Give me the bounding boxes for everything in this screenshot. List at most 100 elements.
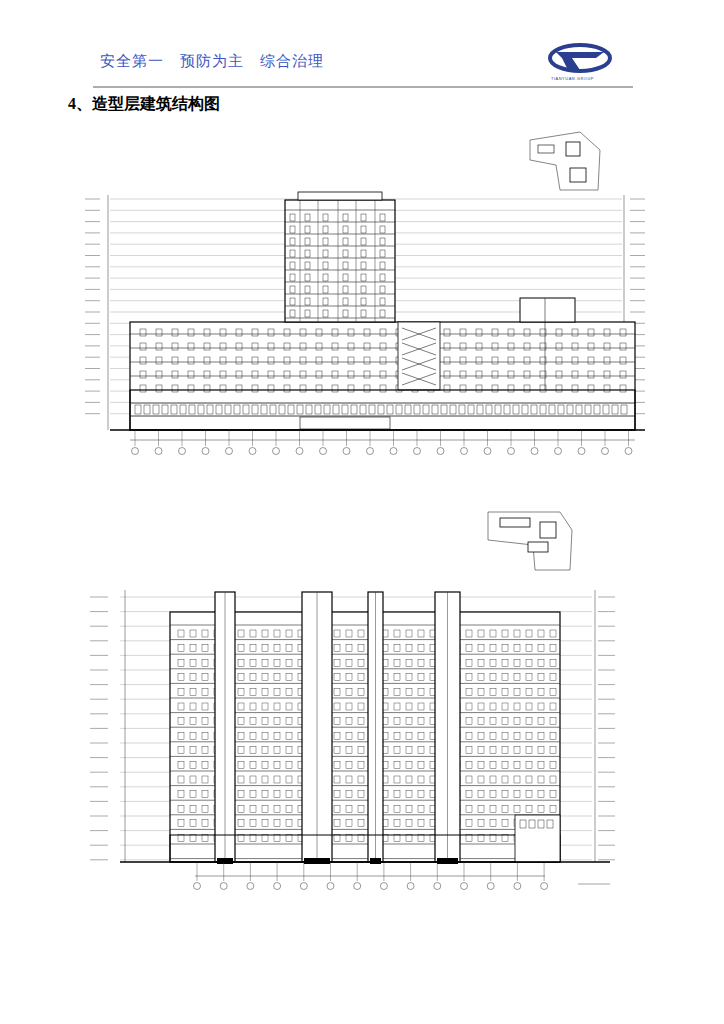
window: [466, 718, 472, 725]
window: [364, 343, 370, 350]
axis-tick: [135, 430, 136, 446]
window: [268, 343, 274, 350]
axis-tick: [205, 430, 206, 446]
base-floors: [130, 390, 635, 430]
window: [238, 630, 244, 637]
window: [466, 791, 472, 798]
window: [538, 732, 544, 739]
window: [178, 761, 184, 768]
window: [286, 776, 292, 783]
floor-line: [130, 403, 635, 404]
stair-flight: [402, 328, 436, 340]
window: [380, 357, 386, 364]
window: [572, 329, 578, 336]
window: [514, 630, 520, 637]
window: [444, 357, 450, 364]
window: [262, 688, 268, 695]
core-tower: [215, 592, 235, 862]
level-tick: [85, 402, 100, 403]
window: [604, 343, 610, 350]
key-block: [538, 145, 554, 153]
level-tick: [598, 670, 615, 671]
window: [250, 674, 256, 681]
axis-tick: [303, 862, 304, 881]
window: [348, 329, 354, 336]
level-tick: [90, 830, 108, 831]
window: [250, 747, 256, 754]
level-tick: [90, 757, 108, 758]
window: [418, 820, 424, 827]
window: [406, 776, 412, 783]
window: [490, 732, 496, 739]
level-tick: [630, 199, 645, 200]
window: [305, 286, 310, 293]
window: [524, 357, 530, 364]
window: [178, 732, 184, 739]
key-block: [566, 142, 580, 156]
level-tick: [630, 210, 645, 211]
shopfront: [576, 405, 582, 414]
window: [406, 674, 412, 681]
window: [502, 747, 508, 754]
window: [202, 703, 208, 710]
dimension-line: [108, 195, 109, 430]
window: [172, 343, 178, 350]
level-tick: [90, 859, 108, 860]
window: [346, 732, 352, 739]
window: [274, 659, 280, 666]
window: [290, 274, 295, 281]
shopfront: [279, 405, 285, 414]
floor-line: [130, 416, 635, 417]
window: [178, 718, 184, 725]
company-logo: [550, 45, 610, 71]
window: [252, 357, 258, 364]
floor-line: [130, 376, 635, 377]
shopfront: [567, 405, 573, 414]
window: [334, 674, 340, 681]
level-tick: [598, 816, 615, 817]
window: [274, 674, 280, 681]
window: [332, 385, 338, 392]
level-tick: [630, 244, 645, 245]
column-line: [545, 298, 546, 390]
window: [604, 371, 610, 378]
window: [466, 820, 472, 827]
axis-tick: [277, 862, 278, 881]
roof-parapet: [298, 192, 382, 200]
window: [492, 385, 498, 392]
window: [604, 385, 610, 392]
window: [358, 776, 364, 783]
window: [550, 659, 556, 666]
axis-bubble: [367, 448, 374, 455]
key-plan: [488, 512, 572, 570]
window: [346, 761, 352, 768]
window: [478, 659, 484, 666]
axis-tick: [440, 430, 441, 446]
window: [508, 371, 514, 378]
window: [490, 820, 496, 827]
window: [466, 630, 472, 637]
window: [202, 659, 208, 666]
window: [502, 659, 508, 666]
south-elevation: [85, 192, 645, 455]
window: [556, 343, 562, 350]
window: [332, 371, 338, 378]
window: [538, 776, 544, 783]
level-tick: [598, 801, 615, 802]
window: [190, 688, 196, 695]
window: [572, 385, 578, 392]
window: [476, 371, 482, 378]
window: [358, 688, 364, 695]
level-tick: [598, 640, 615, 641]
level-tick: [598, 757, 615, 758]
window: [268, 329, 274, 336]
window: [274, 645, 280, 652]
level-tick: [85, 232, 100, 233]
window: [394, 718, 400, 725]
axis-bubble: [380, 883, 387, 890]
window: [508, 343, 514, 350]
axis-bubble: [555, 448, 562, 455]
window: [492, 329, 498, 336]
window: [290, 226, 295, 233]
axis-tick: [393, 430, 394, 446]
